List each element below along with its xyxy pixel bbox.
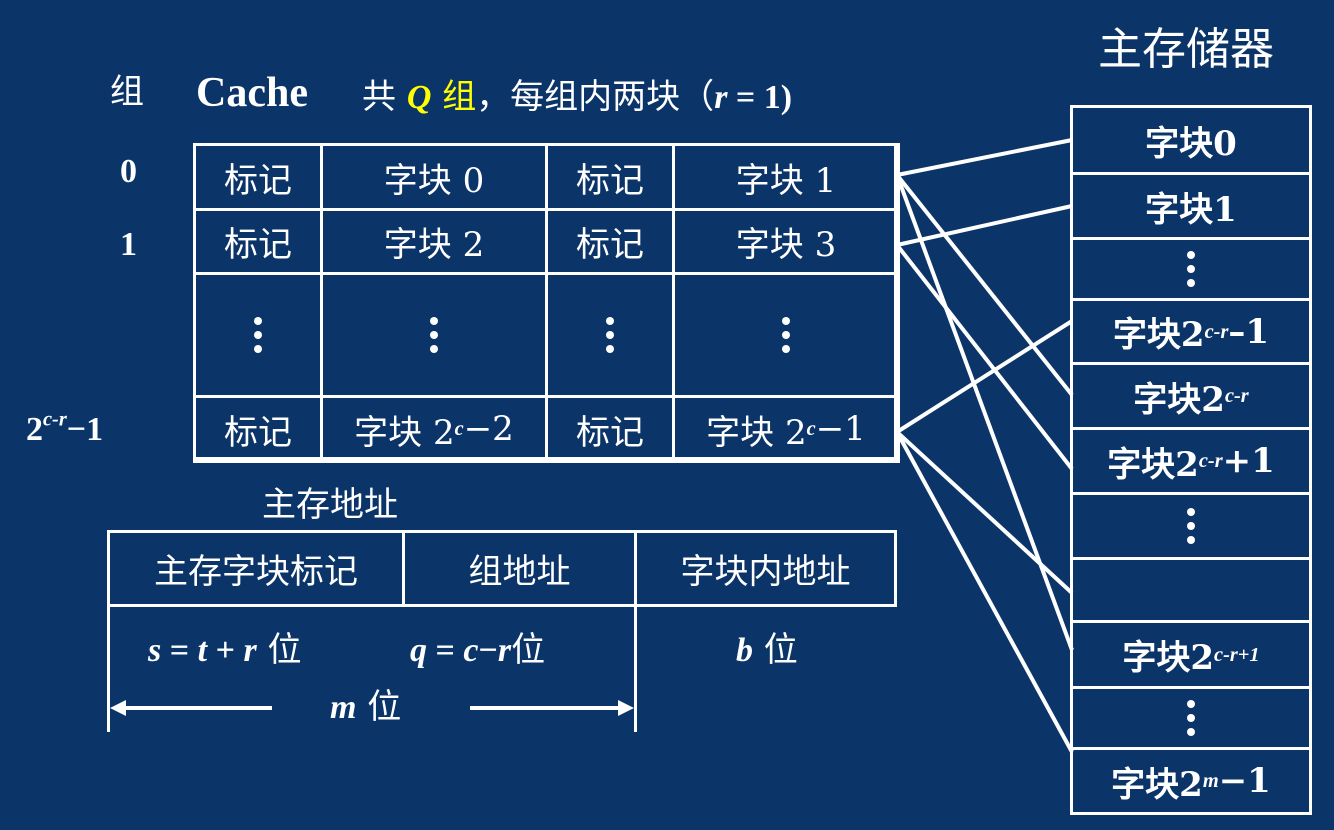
cache-cell: 标记 [193,395,323,463]
map-line [895,174,1074,651]
group-index-1: 1 [120,226,137,263]
ellipsis-icon [1187,508,1195,544]
q-bits: q = c−r位 [410,630,546,670]
divider-mid [634,605,637,732]
cache-cell: 标记 [545,395,675,463]
r-symbol: r [714,79,728,116]
group-index-0: 0 [120,153,137,190]
field-word-address: 字块内地址 [634,530,897,607]
m-bits: m 位 [330,687,402,727]
cache-cell: 字块 3 [672,208,900,275]
group-column-label: 组 [110,72,144,112]
cache-label: Cache [196,70,308,116]
ellipsis-icon [1187,251,1195,287]
map-line [895,243,1074,471]
ellipsis-icon [430,317,438,353]
q-symbol: Q [406,79,432,116]
m-arrow-right-head [618,700,634,716]
b-bits: b 位 [736,630,798,670]
main-memory-title: 主存储器 [1098,24,1274,75]
map-line [895,173,1074,397]
main-memory-address-title: 主存地址 [262,485,398,525]
map-line [896,138,1073,177]
ellipsis-icon [254,317,262,353]
cache-description: 共 Q 组，每组内两块（r = 1) [362,80,792,115]
map-line [895,430,1074,595]
group-index-last: 2c-r−1 [26,408,104,448]
s-bits: s = t + r 位 [148,630,302,670]
m-arrow-left-head [110,700,126,716]
map-line [896,204,1073,247]
map-line [895,319,1074,434]
ellipsis-icon [1187,700,1195,736]
divider-left [107,605,110,732]
desc-gong: 共 [362,77,396,117]
ellipsis-icon [606,317,614,353]
r-value: = 1) [727,79,793,116]
desc-rest: ，每组内两块（ [476,77,715,117]
ellipsis-icon [782,317,790,353]
map-line [895,431,1074,753]
desc-zu: 组 [442,77,477,117]
